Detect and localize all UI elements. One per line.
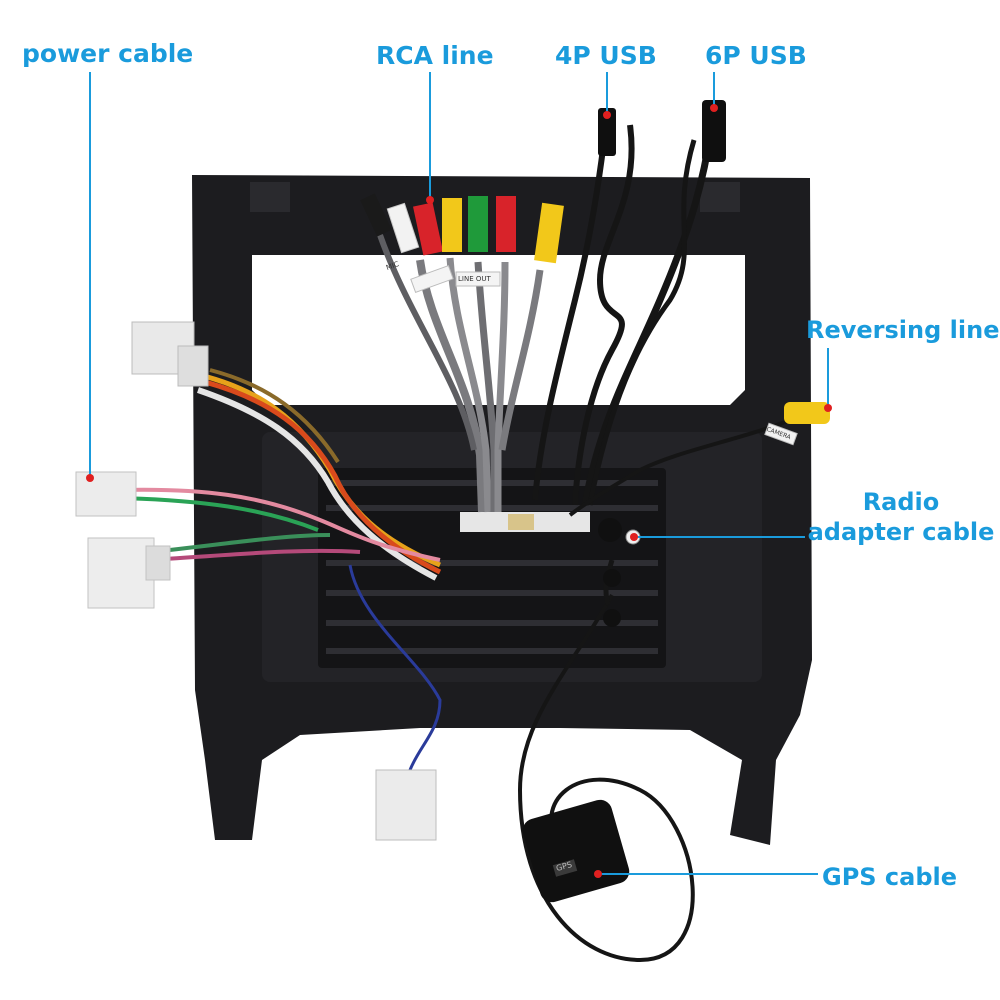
label-reversing-line: Reversing line — [806, 316, 1000, 344]
head-unit-frame — [192, 175, 812, 845]
tag-line-out: LINE OUT — [458, 275, 491, 283]
label-4p-usb: 4P USB — [555, 41, 657, 70]
power-harness — [75, 321, 442, 609]
callout-dots — [86, 104, 832, 878]
label-6p-usb: 6P USB — [705, 41, 807, 70]
label-power-cable: power cable — [22, 39, 194, 68]
label-radio-adapter-cable: Radio adapter cable — [806, 487, 996, 547]
callout-lines — [89, 72, 829, 875]
reversing-cable — [568, 402, 830, 517]
label-gps-cable: GPS cable — [822, 863, 958, 891]
label-radio-line2: adapter cable — [807, 518, 995, 546]
usb-cables — [532, 100, 726, 506]
blue-harness — [348, 564, 442, 841]
label-rca-line: RCA line — [376, 41, 494, 70]
rca-bundle — [360, 193, 564, 513]
gps-antenna — [517, 518, 695, 963]
label-radio-line1: Radio — [862, 488, 940, 516]
